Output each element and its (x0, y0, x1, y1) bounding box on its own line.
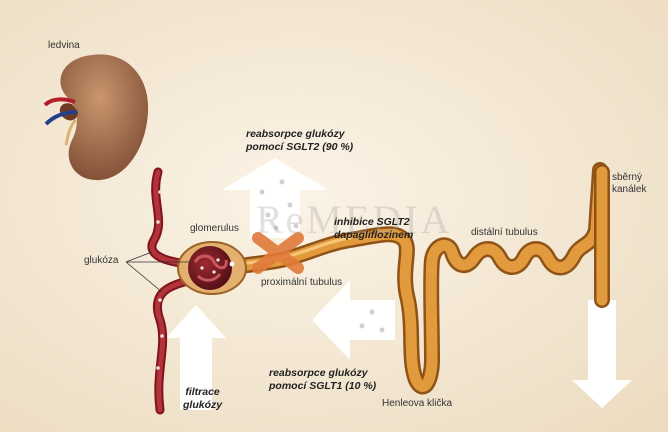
label-sglt1-reabsorption: reabsorpce glukózy pomocí SGLT1 (10 %) (269, 367, 376, 393)
label-glucose-filtration: filtrace glukózy (183, 386, 222, 412)
label-loop-of-henle: Henleova klička (382, 398, 452, 410)
label-sglt2-reabsorption: reabsorpce glukózy pomocí SGLT2 (90 %) (246, 128, 353, 154)
label-glomerulus: glomerulus (190, 223, 239, 235)
label-sglt2-inhibition: inhibice SGLT2 dapagliflozinem (334, 216, 413, 242)
label-proximal-tubule: proximální tubulus (261, 277, 342, 289)
label-kidney: ledvina (48, 40, 80, 52)
label-glucose: glukóza (84, 255, 118, 267)
glomerulus-icon (178, 242, 246, 294)
label-collecting-duct: sběrný kanálek (612, 172, 646, 196)
label-distal-tubule: distální tubulus (471, 227, 538, 239)
